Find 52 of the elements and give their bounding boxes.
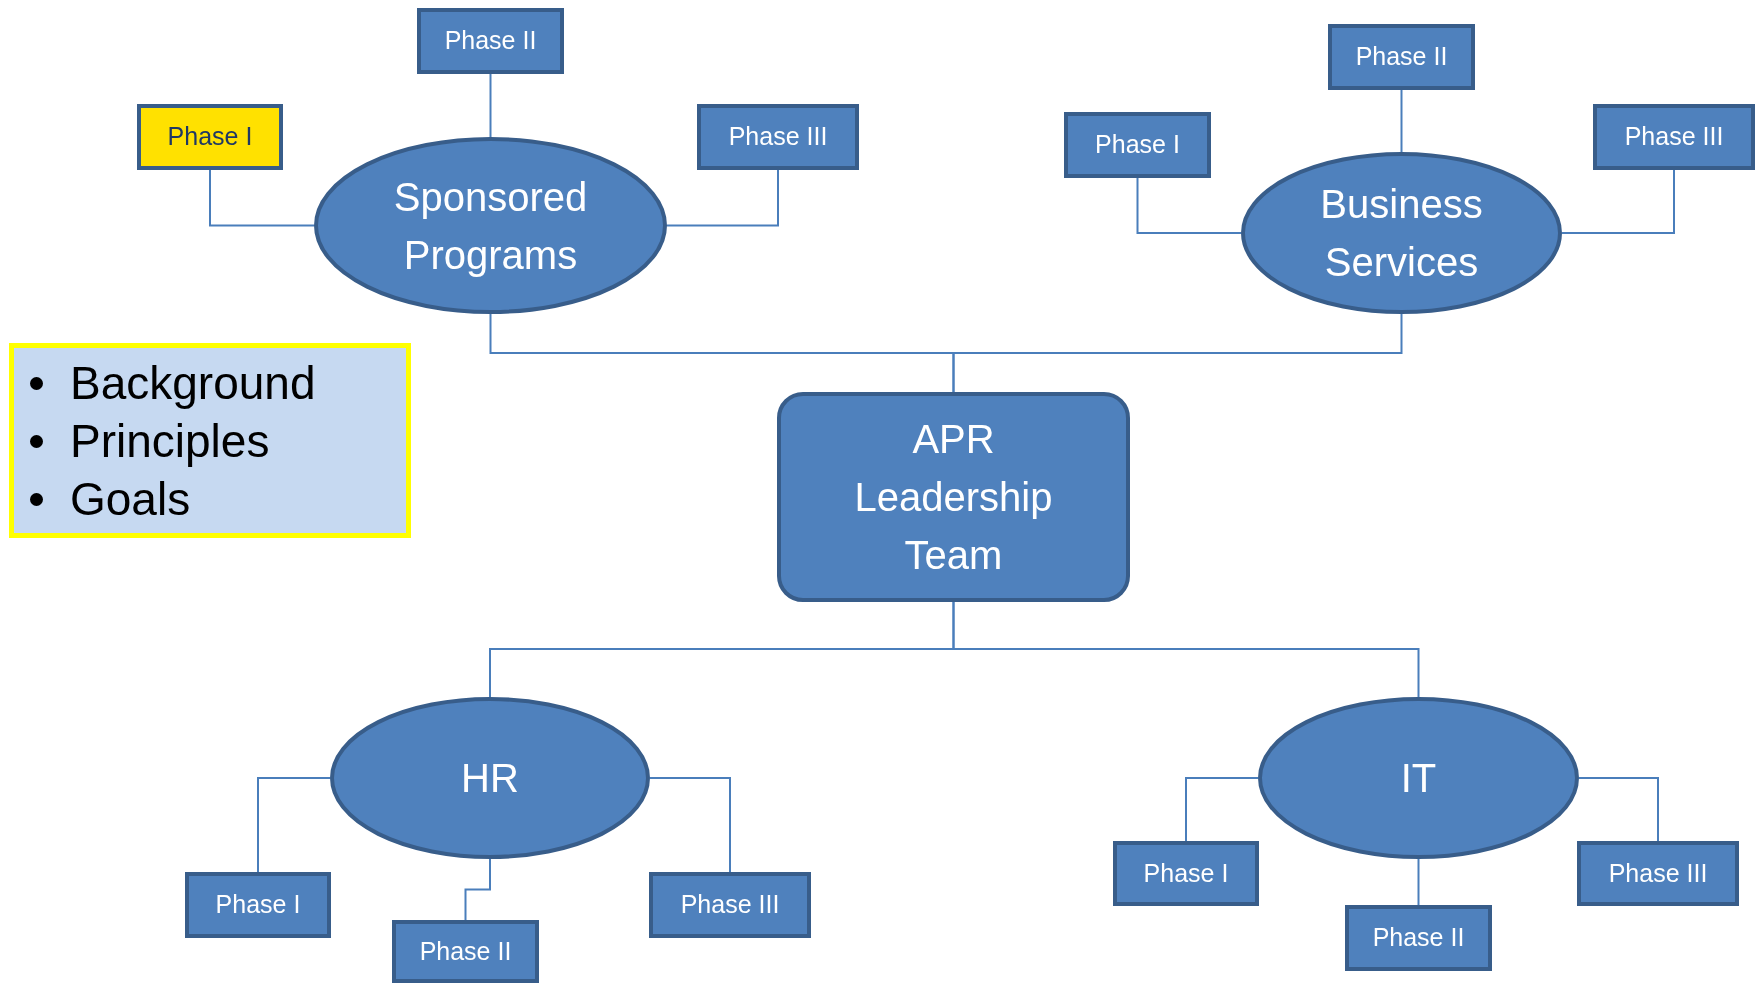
connector-line xyxy=(1185,777,1259,842)
connector-line xyxy=(464,858,491,921)
node-label: APR Leadership Team xyxy=(853,416,1054,579)
ellipse-node xyxy=(1258,697,1579,859)
phase-box xyxy=(1345,905,1492,971)
phase-box xyxy=(649,872,811,938)
phase-box xyxy=(1328,24,1475,90)
node-label: Phase III xyxy=(1624,121,1724,153)
node-label: Business Services xyxy=(1319,181,1484,286)
node-label: IT xyxy=(1399,755,1438,802)
connector-line xyxy=(1417,858,1420,906)
node-label: Phase II xyxy=(444,25,537,57)
phase-box xyxy=(697,104,859,170)
node-label: Sponsored Programs xyxy=(392,173,589,279)
phase-box xyxy=(1113,841,1259,906)
phase-box xyxy=(185,872,331,938)
phase-box xyxy=(1593,104,1755,170)
node-label: Phase II xyxy=(419,935,512,967)
node-label: Phase I xyxy=(215,889,301,921)
connector-line xyxy=(666,169,779,227)
ellipse-node xyxy=(314,137,667,314)
node-label: Phase I xyxy=(1143,857,1229,889)
connector-line xyxy=(952,313,1403,393)
leadership-box xyxy=(777,392,1130,602)
node-label: Phase II xyxy=(1355,41,1448,73)
phase-box xyxy=(1577,841,1739,906)
bullet-list-box xyxy=(9,343,411,538)
node-label: Phase III xyxy=(680,889,780,921)
connector-line xyxy=(209,169,315,227)
node-label: Phase III xyxy=(728,121,828,153)
connector-line xyxy=(1400,89,1403,153)
connector-line xyxy=(649,777,731,873)
ellipse-node xyxy=(330,697,650,859)
bullet-item: Background xyxy=(70,356,316,409)
bullet-item: Goals xyxy=(70,472,191,525)
connector-line xyxy=(489,73,492,138)
node-label: Phase I xyxy=(167,121,253,153)
highlighted-phase-box xyxy=(137,104,283,170)
connector-line xyxy=(1136,177,1242,234)
phase-box xyxy=(392,920,539,983)
node-label: Phase I xyxy=(1095,129,1180,161)
connector-line xyxy=(1578,777,1659,842)
connector-line xyxy=(257,777,331,873)
ellipse-node xyxy=(1241,152,1562,314)
node-label: Phase III xyxy=(1608,857,1708,889)
node-label: Phase II xyxy=(1372,922,1465,954)
phase-box xyxy=(1064,112,1211,178)
phase-box xyxy=(417,8,564,74)
bullet-item: Principles xyxy=(70,414,270,467)
connector-line xyxy=(1561,169,1675,234)
connector-line xyxy=(952,601,1420,698)
node-label: HR xyxy=(460,755,520,802)
